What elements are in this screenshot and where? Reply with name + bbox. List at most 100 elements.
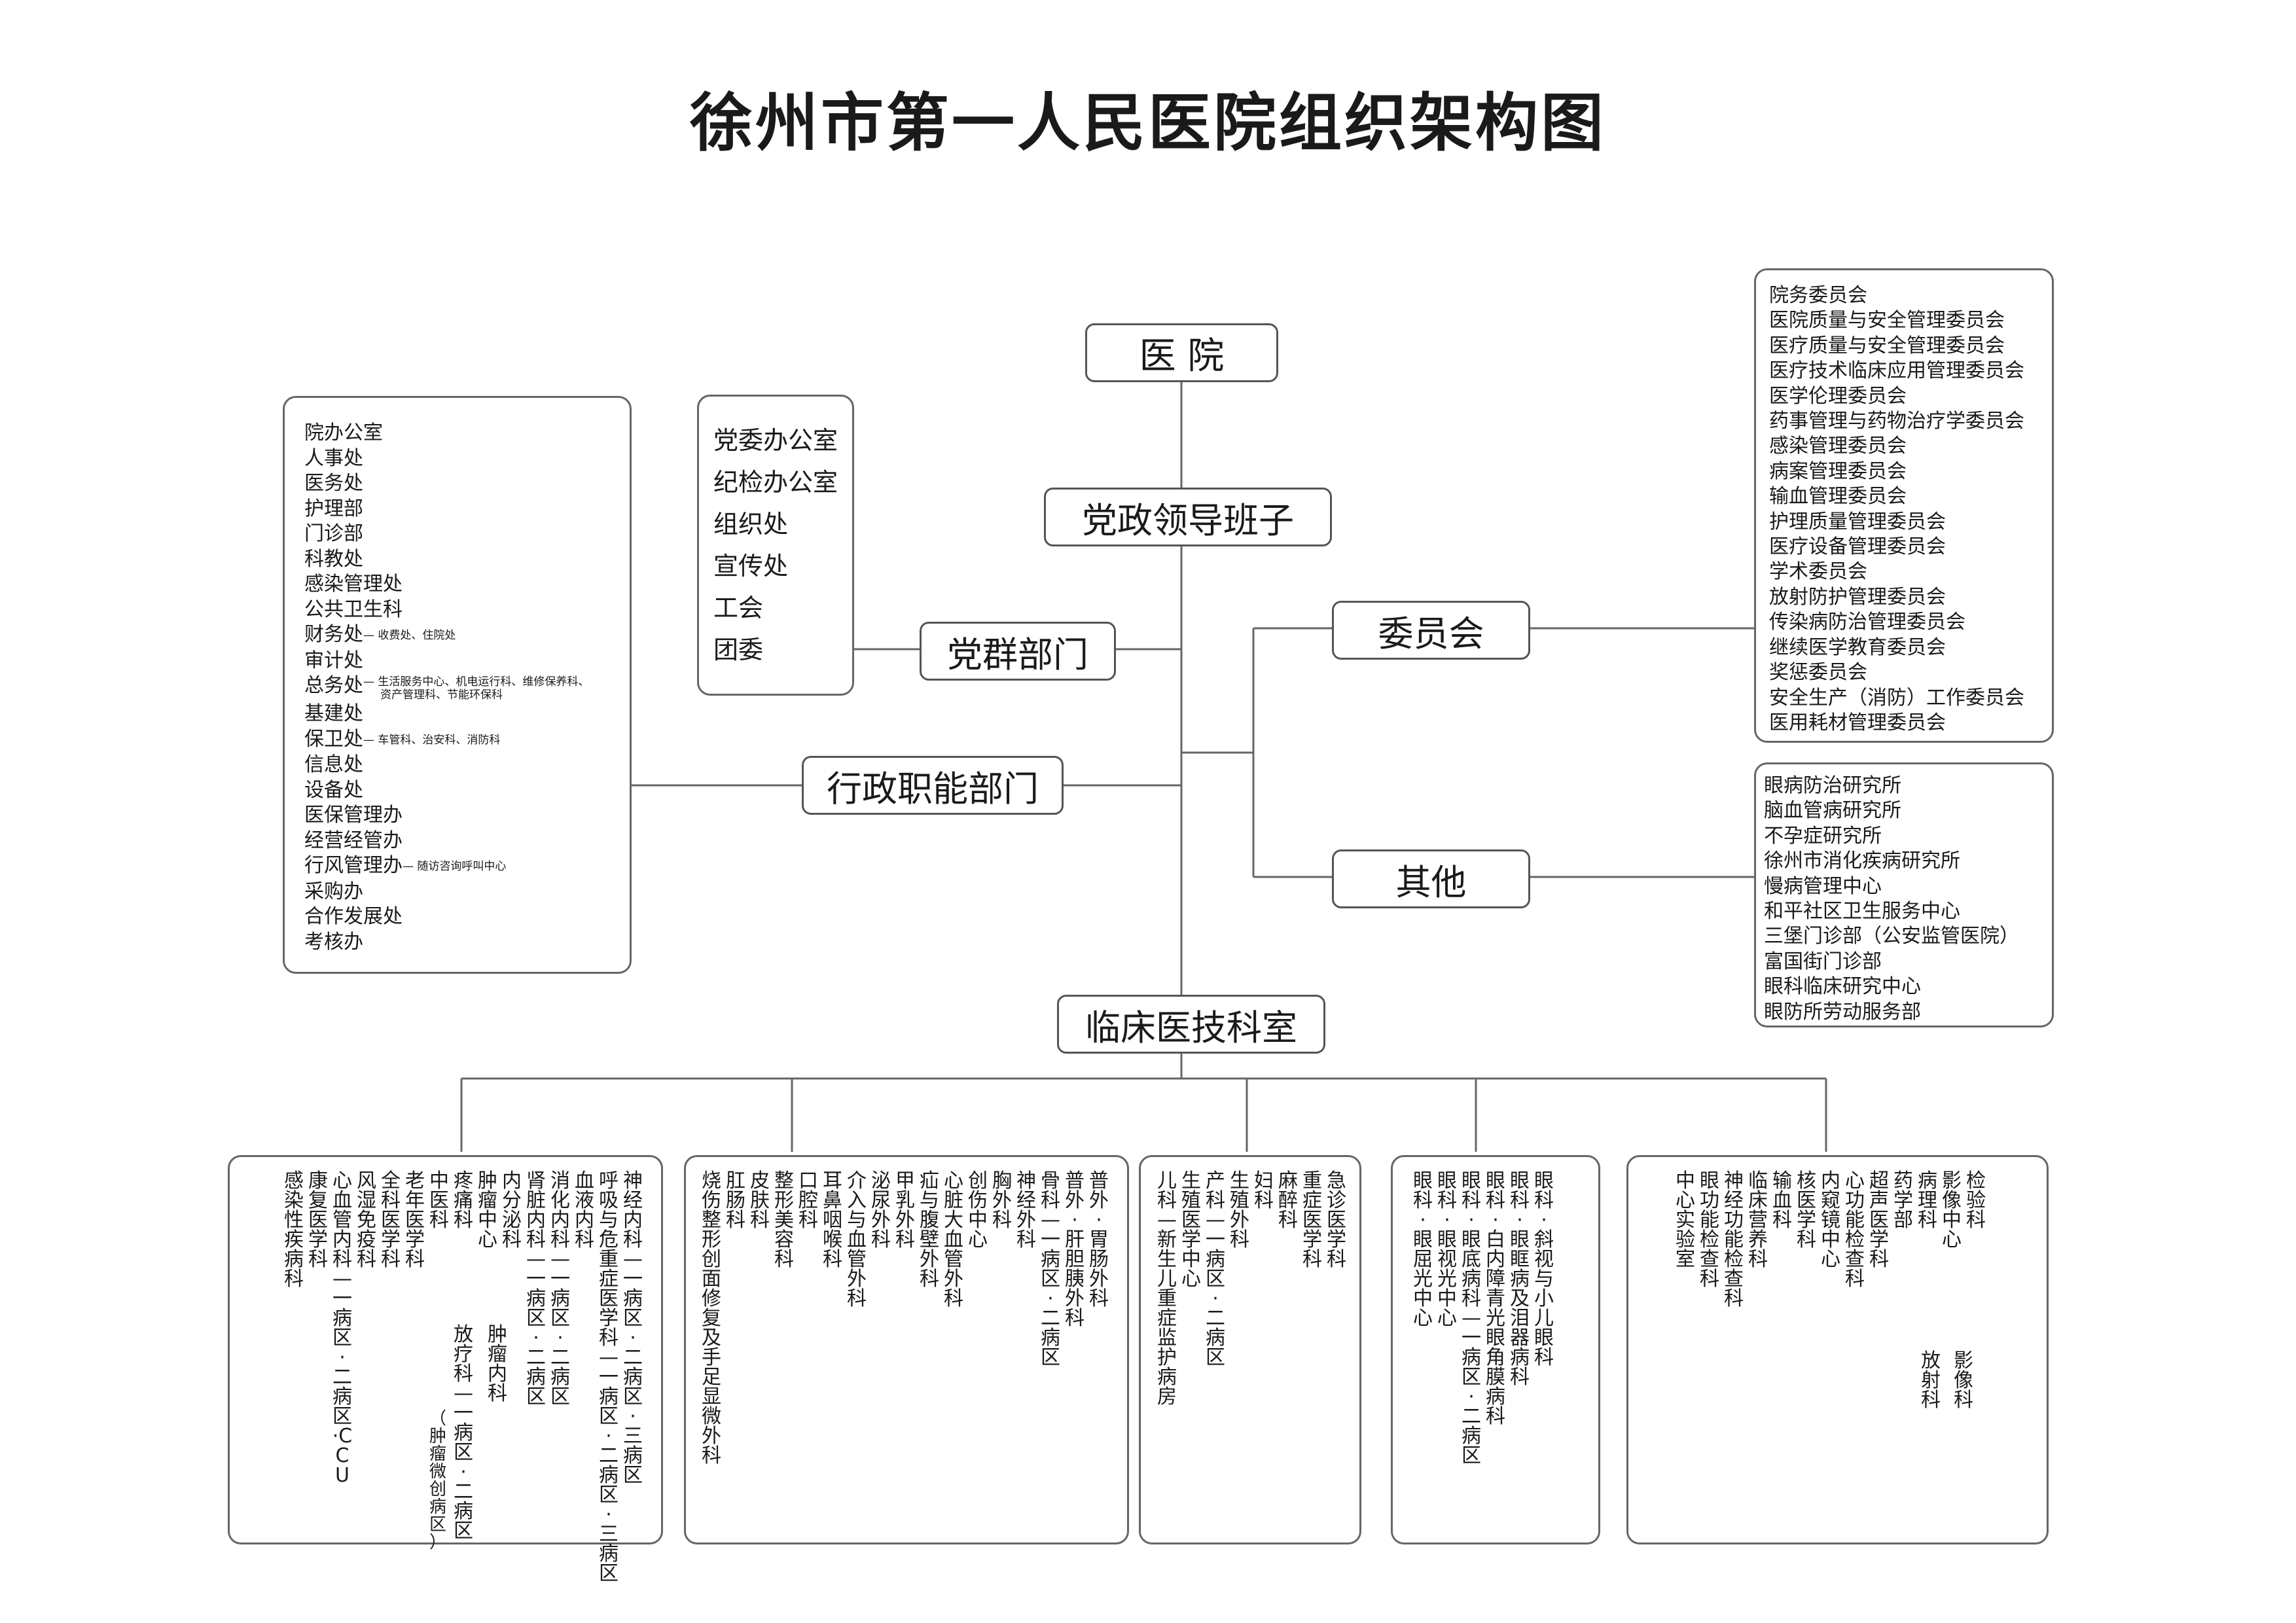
committee-item: 学术委员会 [1769,560,1867,584]
clinical-dept: 肿瘤中心 [478,1169,497,1251]
committee-item: 护理质量管理委员会 [1769,510,1946,533]
clinical-group-ophthalmology [1391,1155,1600,1544]
clinical-dept: 血液内科 [575,1169,594,1251]
clinical-dept: 产科—一病区·二病区 [1206,1169,1225,1369]
imaging-sub-imaging: 影像科 [1954,1349,1973,1412]
admin-item-sub: — 车管科、治安科、消防科 [363,733,501,747]
other-item: 和平社区卫生服务中心 [1764,900,1960,923]
committee-item: 安全生产（消防）工作委员会 [1769,686,2024,709]
node-hospital: 医 院 [1085,323,1278,382]
other-item: 眼病防治研究所 [1764,774,1901,797]
clinical-columns-medicine: 神经内科—一病区·二病区·三病区呼吸与危重症医学科—一病区·二病区·三病区血液内… [282,1171,645,1584]
admin-item-label: 考核办 [304,930,363,954]
admin-item: 保卫处— 车管科、治安科、消防科 [304,727,589,753]
admin-item: 感染管理处 [304,572,589,597]
clinical-dept: 重症医学科 [1302,1169,1322,1271]
clinical-dept: 神经外科 [1016,1169,1036,1251]
admin-item-sub: — 收费处、住院处 [363,629,456,642]
admin-item-label: 审计处 [304,649,363,672]
node-party-dept: 党群部门 [920,622,1116,681]
admin-item-label: 医保管理办 [304,804,403,827]
admin-list: 院办公室人事处医务处护理部门诊部科教处感染管理处公共卫生科财务处— 收费处、住院… [304,421,589,955]
admin-item-label: 财务处 [304,623,363,646]
other-item: 富国街门诊部 [1764,950,1882,973]
clinical-dept: 耳鼻咽喉科 [823,1169,842,1271]
admin-item: 科教处 [304,547,589,573]
clinical-dept: 生殖医学中心 [1181,1169,1201,1291]
committee-item: 继续医学教育委员会 [1769,635,1946,659]
admin-item: 院办公室 [304,421,589,446]
other-list: 眼病防治研究所脑血管病研究所不孕症研究所徐州市消化疾病研究所慢病管理中心和平社区… [1764,774,2019,1025]
clinical-dept: 眼科·眼视光中心 [1437,1169,1457,1330]
other-panel: 眼病防治研究所脑血管病研究所不孕症研究所徐州市消化疾病研究所慢病管理中心和平社区… [1754,762,2054,1027]
clinical-dept: 整形美容科 [774,1169,794,1271]
clinical-dept: 检验科 [1966,1169,1986,1232]
admin-item-label: 感染管理处 [304,573,403,596]
clinical-columns-women-children: 急诊医学科重症医学科麻醉科妇科生殖外科产科—一病区·二病区生殖医学中心儿科—新生… [1155,1171,1349,1407]
clinical-dept: 中医科 [429,1169,449,1232]
admin-item-sub-line2: 资产管理科、节能环保科 [380,688,503,702]
committee-item: 传染病防治管理委员会 [1769,611,1965,634]
admin-item-label: 保卫处 [304,727,363,751]
committee-list: 院务委员会医院质量与安全管理委员会医疗质量与安全管理委员会医疗技术临床应用管理委… [1769,283,2024,736]
clinical-dept: 口腔科 [798,1169,818,1232]
admin-item-label: 采购办 [304,880,363,903]
admin-item: 总务处— 生活服务中心、机电运行科、维修保养科、资产管理科、节能环保科 [304,673,589,702]
clinical-dept: 肛肠科 [726,1169,745,1232]
clinical-dept: 输血科 [1772,1169,1792,1232]
committee-item: 院务委员会 [1769,284,1867,307]
clinical-dept: 呼吸与危重症医学科—一病区·二病区·三病区 [599,1169,619,1585]
clinical-dept: 胸外科 [992,1169,1012,1232]
committee-item: 病案管理委员会 [1769,459,1907,483]
clinical-dept: 全科医学科 [381,1169,401,1271]
other-item: 徐州市消化疾病研究所 [1764,849,1960,873]
clinical-dept: 泌尿外科 [871,1169,891,1251]
clinical-dept: 药学部 [1893,1169,1913,1232]
clinical-dept: 生殖外科 [1230,1169,1249,1251]
other-item: 不孕症研究所 [1764,824,1882,847]
clinical-dept: 神经功能检查科 [1724,1169,1744,1310]
clinical-group-women-children [1139,1155,1361,1544]
clinical-dept: 临床营养科 [1748,1169,1768,1271]
admin-item-label: 护理部 [304,497,363,520]
clinical-dept: 中心实验室 [1676,1169,1695,1271]
committee-item: 医疗设备管理委员会 [1769,535,1946,559]
admin-item: 医保管理办 [304,803,589,829]
clinical-columns-ophthalmology: 眼科·斜视与小儿眼科眼科·眼眶病及泪器病科眼科·白内障青光眼角膜病科眼科·眼底病… [1411,1171,1556,1466]
clinical-dept: 骨科—一病区·二病区 [1041,1169,1060,1369]
clinical-dept: 皮肤科 [750,1169,770,1232]
admin-item: 医务处 [304,471,589,497]
clinical-dept: 眼科·白内障青光眼角膜病科 [1486,1169,1505,1428]
imaging-sub-radiology: 放射科 [1921,1349,1941,1412]
admin-item-label: 行风管理办 [304,854,403,877]
page-title: 徐州市第一人民医院组织架构图 [690,86,1606,160]
clinical-group-medicine [228,1155,663,1544]
committee-item: 医用耗材管理委员会 [1769,711,1946,734]
tumor-sub-radiotherapy: 放疗科—一病区·二病区 [454,1323,473,1543]
admin-item-label: 基建处 [304,702,363,725]
tumor-sub-minimal-invasive: （肿瘤微创病区） [429,1409,446,1552]
party-panel: 党委办公室纪检办公室组织处宣传处工会团委 [697,395,854,696]
clinical-dept: 病理科 [1918,1169,1937,1232]
admin-item: 护理部 [304,497,589,522]
admin-item-label: 总务处 [304,674,363,697]
node-other: 其他 [1332,849,1530,908]
clinical-dept: 内窥镜中心 [1821,1169,1840,1271]
admin-item: 财务处— 收费处、住院处 [304,622,589,649]
committee-item: 感染管理委员会 [1769,435,1907,458]
clinical-columns-medtech: 检验科影像中心病理科药学部超声医学科心功能检查科内窥镜中心核医学科输血科临床营养… [1674,1171,1988,1309]
clinical-dept: 急诊医学科 [1327,1169,1346,1271]
committee-item: 医学伦理委员会 [1769,384,1907,408]
committee-item: 药事管理与药物治疗学委员会 [1769,410,2024,433]
admin-item: 行风管理办— 随访咨询呼叫中心 [304,853,589,880]
clinical-dept: 康复医学科 [308,1169,328,1271]
clinical-group-surgery [684,1155,1129,1544]
other-item: 慢病管理中心 [1764,874,1882,898]
clinical-dept: 眼科·眼屈光中心 [1413,1169,1433,1330]
clinical-dept: 甲乳外科 [895,1169,915,1251]
committee-item: 放射防护管理委员会 [1769,585,1946,609]
committee-item: 输血管理委员会 [1769,485,1907,508]
admin-item: 设备处 [304,778,589,804]
committee-item: 医院质量与安全管理委员会 [1769,309,2005,332]
admin-item-sub-line1: — 生活服务中心、机电运行科、维修保养科、 [363,675,590,688]
